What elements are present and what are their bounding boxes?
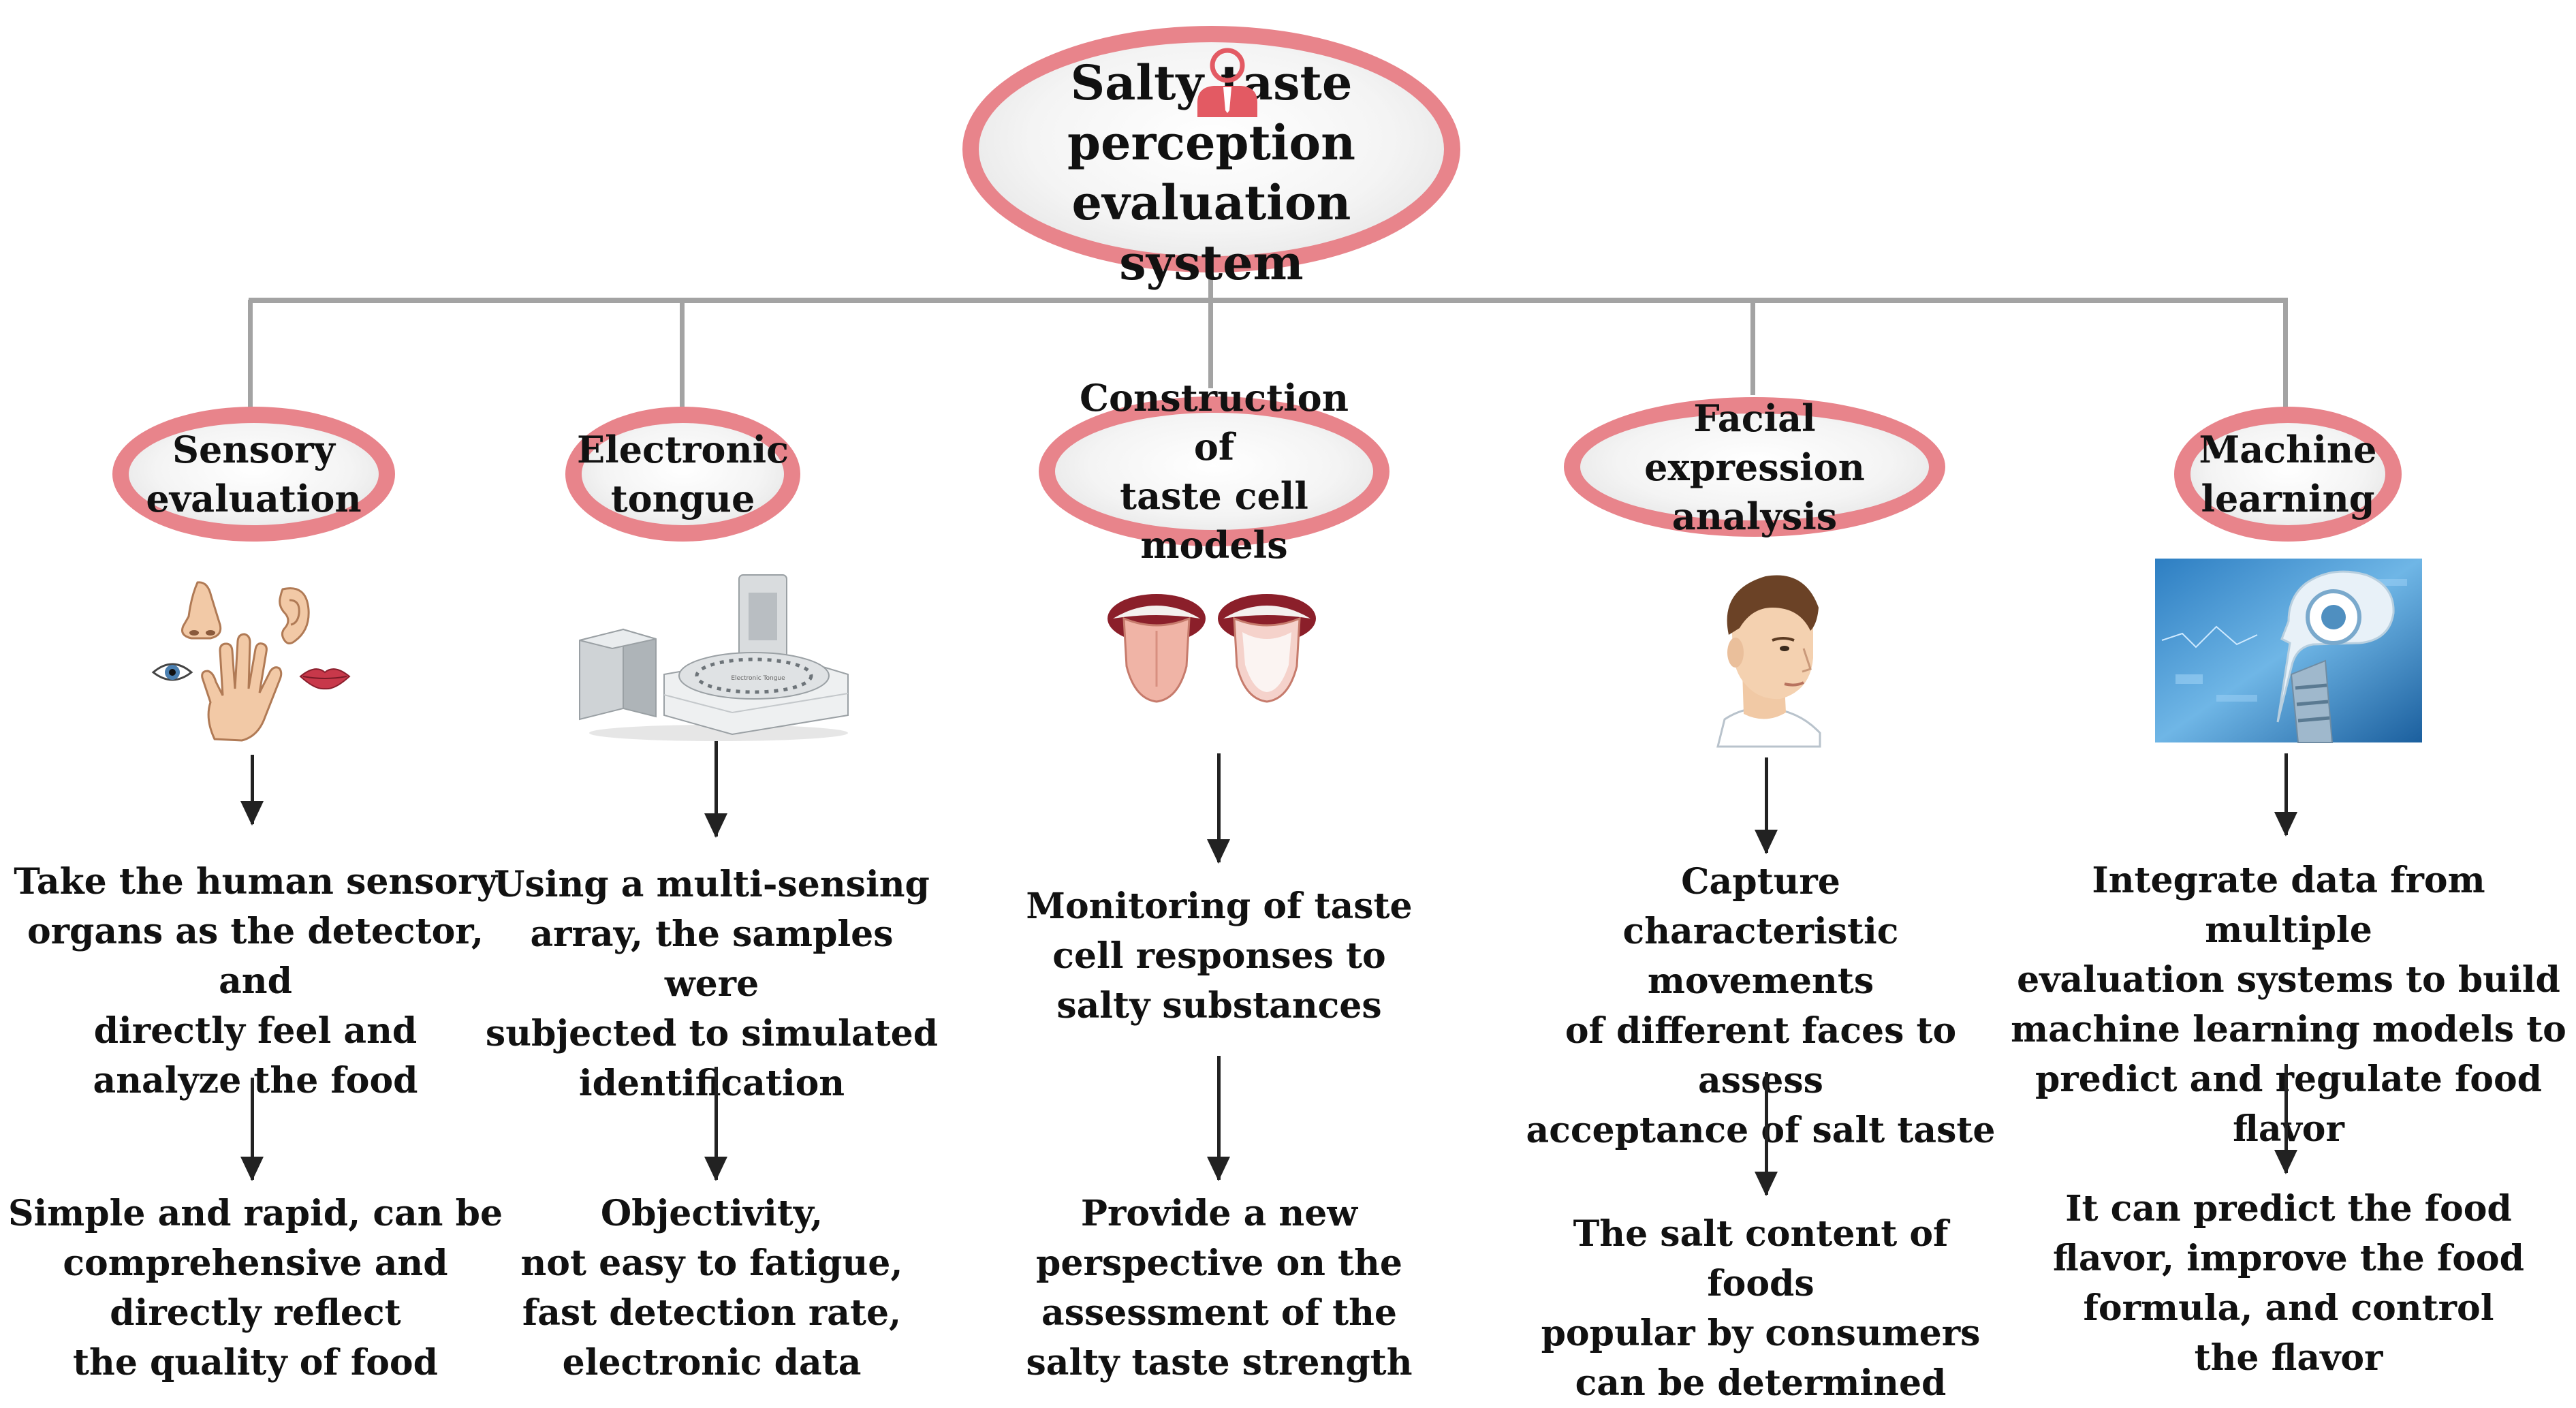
sensory-organs-illustration xyxy=(151,581,351,742)
node-title-line2: analysis xyxy=(1671,494,1838,538)
arrow-down xyxy=(1755,757,1778,854)
node-title-line2: taste cell models xyxy=(1120,474,1308,567)
node-electronic-tongue: Electronic tongue xyxy=(565,407,800,542)
advantage-text-machine: It can predict the food flavor, improve … xyxy=(2053,1188,2524,1379)
method-text-taste-cell: Monitoring of taste cell responses to sa… xyxy=(1026,886,1413,1027)
node-title-line1: Machine xyxy=(2199,428,2377,471)
node-title-line2: learning xyxy=(2201,477,2375,520)
branch-line-machine xyxy=(2283,300,2288,409)
coated-tongue-icon xyxy=(1218,594,1316,703)
arrow-down xyxy=(704,1067,727,1181)
human-face-illustration xyxy=(1716,575,1821,748)
arrow-down xyxy=(1207,753,1230,864)
advantage-text-taste-cell: Provide a new perspective on the assessm… xyxy=(1026,1193,1413,1383)
nose-icon xyxy=(181,581,222,640)
branch-line-electronic xyxy=(680,300,685,409)
advantage-text-sensory: Simple and rapid, can be comprehensive a… xyxy=(7,1193,503,1383)
method-text-electronic: Using a multi-sensing array, the samples… xyxy=(485,864,939,1104)
node-title-line1: Facial expression xyxy=(1644,396,1865,489)
eye-icon xyxy=(151,663,193,681)
arrow-down xyxy=(2274,1064,2297,1174)
arrow-down xyxy=(2274,753,2297,836)
method-text-machine: Integrate data from multiple evaluation … xyxy=(2011,860,2566,1150)
hand-icon xyxy=(201,633,283,742)
method-text-facial: Capture characteristic movements of diff… xyxy=(1526,861,1996,1151)
node-sensory-evaluation: Sensory evaluation xyxy=(112,407,395,542)
arrow-down xyxy=(240,755,264,826)
advantage-text-facial: The salt content of foods popular by con… xyxy=(1541,1213,1981,1404)
branch-line-sensory xyxy=(248,300,253,409)
arrow-down xyxy=(704,741,727,838)
branch-line-taste-cell xyxy=(1208,300,1213,388)
node-taste-cell-models: Construction of taste cell models xyxy=(1039,376,1389,567)
root-node: Salty taste perception evaluation system xyxy=(962,26,1460,291)
node-facial-expression: Facial expression analysis xyxy=(1564,396,1945,538)
node-title-line1: Construction of xyxy=(1080,376,1349,469)
arrow-down xyxy=(1755,1072,1778,1196)
device-label: Electronic Tongue xyxy=(731,675,785,682)
arrow-down xyxy=(1207,1056,1230,1181)
root-stem-line xyxy=(1208,266,1213,307)
person-icon xyxy=(1197,48,1257,117)
method-text-sensory: Take the human sensory organs as the det… xyxy=(14,861,497,1101)
branch-line-facial xyxy=(1750,300,1755,395)
arrow-down xyxy=(240,1078,264,1181)
tongue-mouths-illustration xyxy=(1108,594,1316,703)
node-machine-learning: Machine learning xyxy=(2174,407,2402,542)
ear-icon xyxy=(279,587,310,644)
electronic-tongue-instrument: Electronic Tongue xyxy=(579,574,849,741)
node-title-line2: tongue xyxy=(610,477,755,520)
node-title-line1: Electronic xyxy=(577,428,789,471)
advantage-text-electronic: Objectivity, not easy to fatigue, fast d… xyxy=(520,1193,903,1383)
node-title-line2: evaluation xyxy=(146,477,362,520)
tongue-icon xyxy=(1108,594,1206,703)
ai-robot-head-illustration xyxy=(2155,559,2422,743)
root-title-line2: evaluation system xyxy=(1071,174,1351,291)
horizontal-branch-line xyxy=(249,298,2288,303)
node-title-line1: Sensory xyxy=(172,428,335,471)
lips-icon xyxy=(299,668,351,690)
